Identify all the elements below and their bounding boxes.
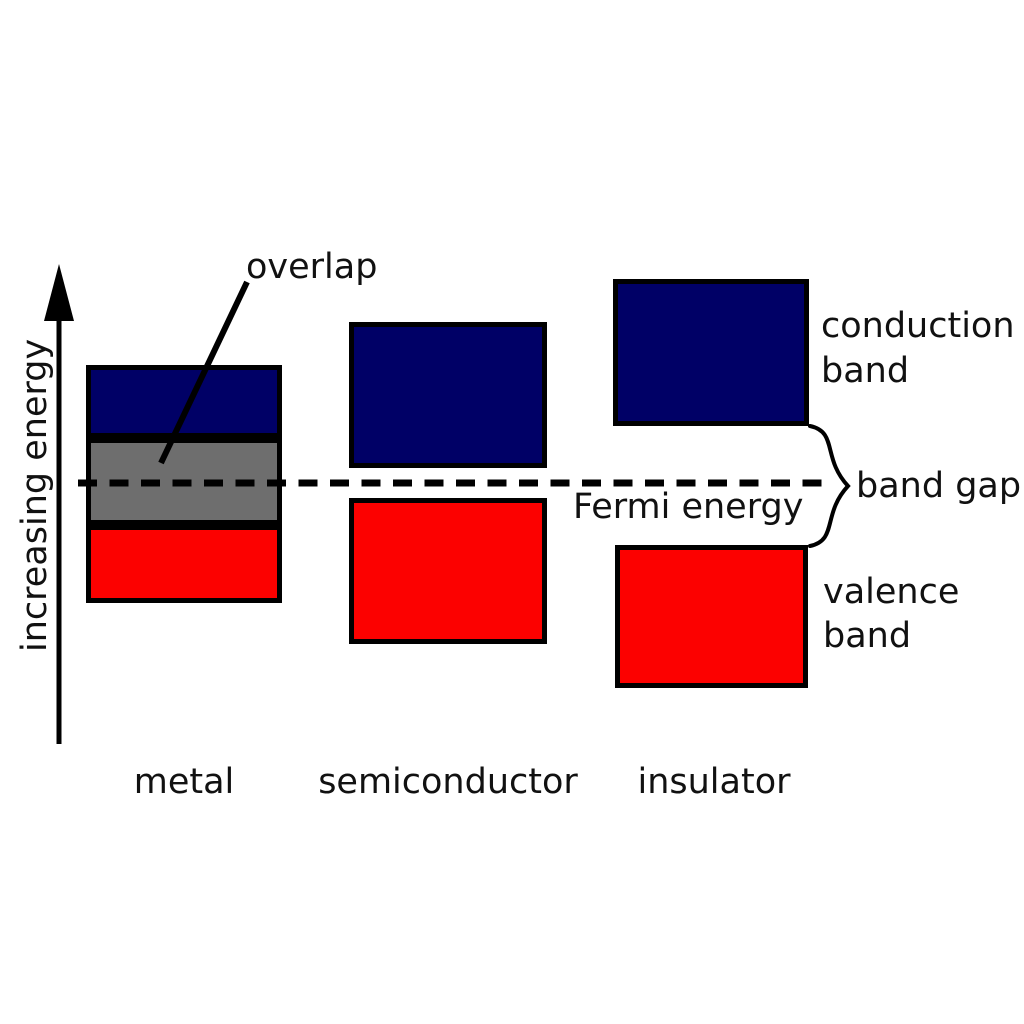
overlap-label: overlap (246, 247, 377, 287)
fermi-energy-label: Fermi energy (573, 487, 803, 527)
metal-conduction-band (86, 365, 282, 438)
semiconductor-conduction-band (349, 322, 547, 468)
valence-band-label: valence band (823, 572, 959, 656)
energy-axis-arrow (44, 264, 74, 744)
conduction-band-label: conduction band (821, 306, 1015, 391)
material-label-insulator: insulator (637, 762, 791, 802)
arrow-up-icon (44, 264, 74, 321)
energy-axis-label: increasing energy (15, 339, 55, 652)
conduction-band-label-line2: band (821, 351, 909, 391)
insulator-valence-band (615, 545, 808, 688)
metal-valence-band (86, 525, 282, 603)
semiconductor-valence-band (349, 498, 547, 644)
overlap-pointer-line (158, 280, 250, 465)
material-label-semiconductor: semiconductor (318, 762, 578, 802)
conduction-band-label-line1: conduction (821, 306, 1015, 346)
insulator-conduction-band (613, 279, 809, 426)
valence-band-label-line1: valence (823, 572, 959, 612)
valence-band-label-line2: band (823, 616, 911, 656)
band-gap-label: band gap (856, 466, 1021, 506)
material-label-metal: metal (134, 762, 235, 802)
band-gap-brace (808, 424, 851, 548)
